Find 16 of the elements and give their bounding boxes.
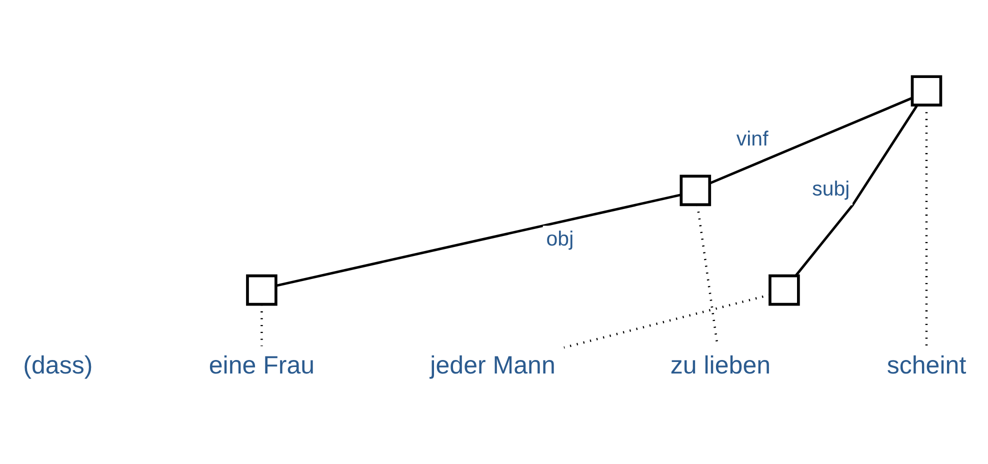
node-text: jeder Mann: [430, 351, 555, 380]
node-box: [246, 274, 277, 306]
edge-label: obj: [546, 228, 574, 251]
label: (dass): [22, 351, 92, 380]
connector: [708, 96, 912, 184]
connector: [275, 194, 681, 287]
edge-label: subj: [812, 177, 850, 200]
connector: [563, 294, 770, 349]
node-text: scheint: [886, 351, 966, 380]
node-box: [768, 274, 800, 306]
connector: [794, 104, 918, 276]
node-text: zu lieben: [670, 351, 770, 380]
node-text: eine Frau: [208, 351, 314, 380]
node-box: [679, 174, 711, 206]
node-box: [910, 75, 942, 106]
edge-label: vinf: [736, 127, 768, 150]
